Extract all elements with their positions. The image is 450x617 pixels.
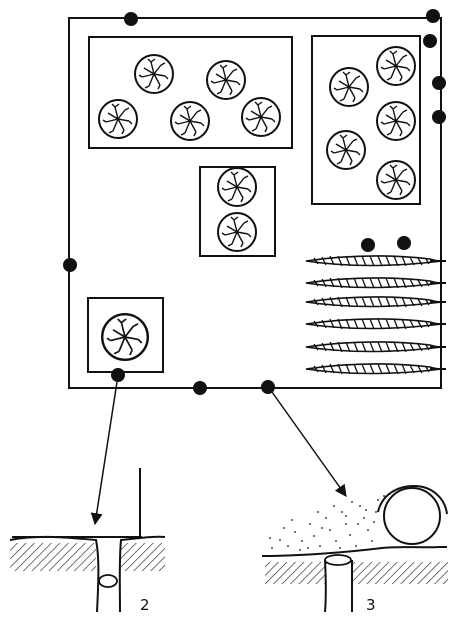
burrow-entrance-dot (432, 110, 446, 124)
burrow-entrance-dot (111, 368, 125, 382)
arrow-to-detail-3 (272, 392, 346, 496)
dung-ball-group-middle (200, 167, 275, 256)
dung-ball-icon (102, 314, 148, 360)
dung-ball-icon (218, 168, 256, 206)
dung-ball-icon (171, 102, 209, 140)
dung-ball-icon (377, 161, 415, 199)
dung-ball-icon (135, 55, 173, 93)
dung-ball-icon (327, 131, 365, 169)
dung-ball-group-bottom-left (88, 298, 163, 372)
dung-ball-group-top-left (89, 37, 292, 148)
dung-ball-icon (330, 68, 368, 106)
wheat-ears (306, 256, 446, 374)
panel-label-2: 2 (140, 596, 150, 614)
wheat-ear-icon (306, 342, 446, 352)
dung-ball-section (384, 488, 440, 544)
burrow-entrance-dot (193, 381, 207, 395)
dung-ball-icon (377, 102, 415, 140)
wheat-ear-icon (306, 297, 446, 307)
detail-3-ball-section: 3 (262, 486, 448, 614)
burrow-entrance-dot (426, 9, 440, 23)
burrow-entrance-dot (423, 34, 437, 48)
arrow-to-detail-2 (95, 382, 117, 524)
dung-ball-icon (99, 100, 137, 138)
dung-ball-group-top-right (312, 36, 420, 204)
wheat-ear-icon (306, 256, 446, 266)
burrow-entrance-dot (361, 238, 375, 252)
dung-ball-icon (218, 213, 256, 251)
burrow-entrance-dot (397, 236, 411, 250)
dung-ball-icon (242, 98, 280, 136)
burrow-entrance-dot (63, 258, 77, 272)
wheat-ear-icon (306, 364, 446, 374)
panel-label-3: 3 (366, 596, 376, 614)
wheat-ear-icon (306, 278, 446, 288)
burrow-entrance-dot (261, 380, 275, 394)
burrow-entrance-dot (432, 76, 446, 90)
burrow-entrance-dot (124, 12, 138, 26)
dung-ball-icon (377, 47, 415, 85)
detail-2-burrow-section: 2 (10, 468, 165, 614)
wheat-ear-icon (306, 319, 446, 329)
dung-ball-icon (207, 61, 245, 99)
